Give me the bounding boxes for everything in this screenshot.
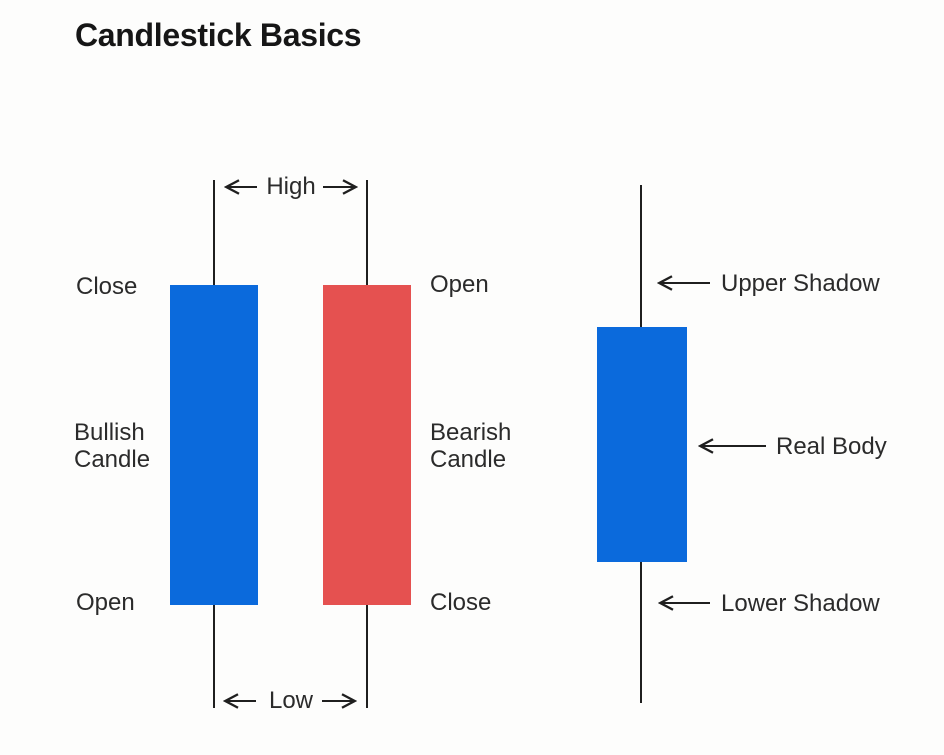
real-body-label: Real Body — [776, 433, 887, 460]
bearish-candle-name: Bearish Candle — [430, 419, 512, 473]
bullish-candle-body — [170, 285, 258, 605]
bearish-candle-body — [323, 285, 411, 605]
lower-shadow-label: Lower Shadow — [721, 590, 880, 617]
page-title: Candlestick Basics — [75, 17, 362, 53]
high-label: High — [266, 173, 316, 200]
bullish-close-label: Close — [76, 273, 138, 300]
bullish-candle-name: Bullish Candle — [74, 419, 151, 473]
anatomy-upper-shadow-line — [640, 185, 642, 327]
bullish-open-label: Open — [76, 589, 135, 616]
bearish-lower-wick — [366, 605, 368, 708]
upper-shadow-label: Upper Shadow — [721, 270, 880, 297]
bullish-upper-wick — [213, 180, 215, 285]
low-label: Low — [268, 687, 314, 714]
bearish-open-label: Open — [430, 271, 489, 298]
bearish-close-label: Close — [430, 589, 492, 616]
anatomy-lower-shadow-line — [640, 562, 642, 703]
bearish-upper-wick — [366, 180, 368, 285]
anatomy-real-body — [597, 327, 687, 562]
bullish-lower-wick — [213, 605, 215, 708]
